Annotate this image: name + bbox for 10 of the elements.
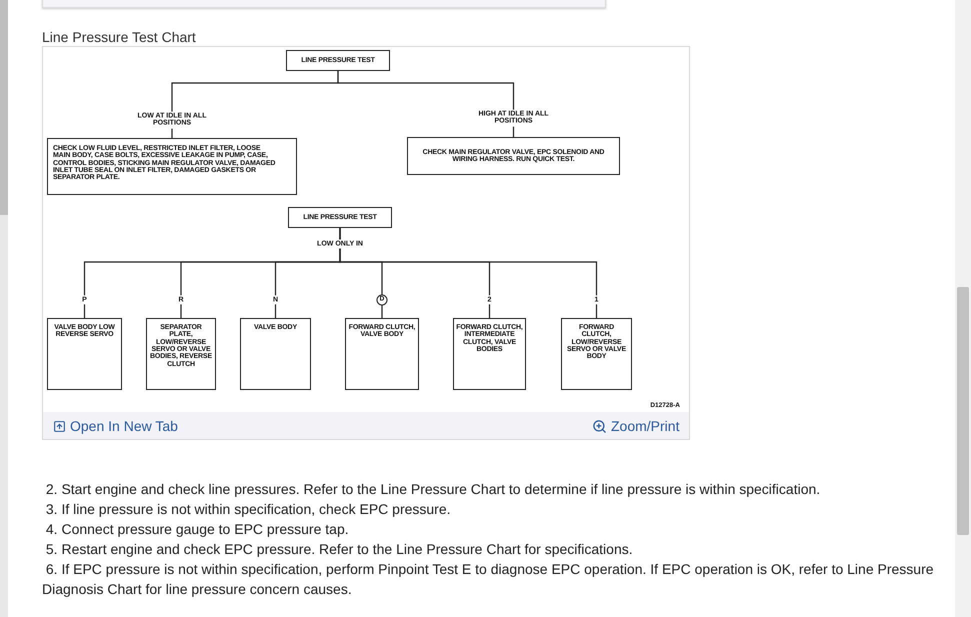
instruction-step: 4. Connect pressure gauge to EPC pressure tap. [42,519,942,539]
instruction-step: 2. Start engine and check line pressures. Refer to the Line Pressure Chart to determine if line pressure is within specification. [42,479,942,499]
figure-title: Line Pressure Test Chart [42,29,196,45]
connector-line [339,228,598,318]
connector-line [337,71,514,137]
instruction-step: 5. Restart engine and check EPC pressure. Refer to the Line Pressure Chart for specifications. [42,539,942,559]
open-in-new-tab-link: Open In New Tab [53,418,178,434]
instruction-step: 6. If EPC pressure is not within specification, perform Pinpoint Test E to diagnose EPC operation. If EPC operation is OK, refer to Line Pressure Diagnosis Chart for line pressure concern causes. [42,559,942,599]
instruction-step: 3. If line pressure is not within specification, check EPC pressure. [42,499,942,519]
zoom-print-link: Zoom/Print [592,418,680,434]
